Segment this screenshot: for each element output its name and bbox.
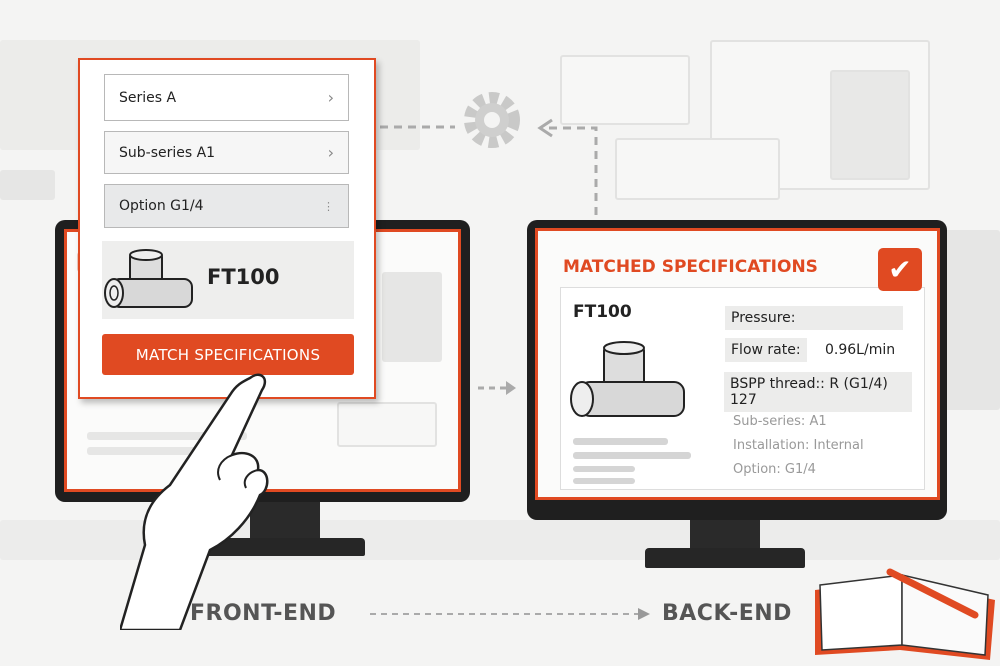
back-end-screen: MATCHED SPECIFICATIONS FT100 Pressure: F… <box>535 228 940 500</box>
pressure-row: Pressure: <box>725 306 903 330</box>
fitting-icon <box>570 341 685 417</box>
product-card: FT100 <box>102 241 354 319</box>
monitor-base <box>645 548 805 568</box>
flow-rate-label: Flow rate: <box>725 338 807 362</box>
bg-window <box>615 138 780 200</box>
front-end-label: FRONT-END <box>190 601 337 626</box>
pointing-hand-icon <box>120 373 269 630</box>
chevron-right-icon: › <box>327 88 334 107</box>
back-end-label: BACK-END <box>662 601 792 626</box>
monitor-base <box>205 538 365 556</box>
bg-block <box>940 230 1000 410</box>
sub-series-value: Sub-series A1 <box>119 144 216 161</box>
bg-window <box>830 70 910 180</box>
series-value: Series A <box>119 89 177 106</box>
thread-row: BSPP thread:: R (G1/4) 127 <box>724 372 912 412</box>
series-select[interactable]: Series A › <box>104 74 349 121</box>
pressure-label: Pressure: <box>731 310 796 326</box>
monitor-stand <box>690 518 760 550</box>
result-card: FT100 Pressure: Flow rate: 0.96L/min BSP… <box>560 287 925 490</box>
thread-value: R (G1/4) 127 <box>730 376 888 408</box>
match-specifications-button[interactable]: MATCH SPECIFICATIONS <box>102 334 354 375</box>
gear-icon <box>464 92 520 148</box>
spec-selector-panel: Series A › Sub-series A1 › Option G1/4 ⋮… <box>78 58 376 399</box>
chevron-right-icon: › <box>327 143 334 162</box>
more-icon: ⋮ <box>323 199 334 213</box>
product-name: FT100 <box>207 265 280 289</box>
thread-label: BSPP thread:: <box>730 376 825 392</box>
matched-title: MATCHED SPECIFICATIONS <box>563 257 818 277</box>
option-select[interactable]: Option G1/4 ⋮ <box>104 184 349 228</box>
option-value: Option G1/4 <box>119 198 204 214</box>
monitor-stand <box>250 500 320 540</box>
bg-window <box>560 55 690 125</box>
bg-block <box>0 170 55 200</box>
check-icon: ✔ <box>878 248 922 291</box>
installation-info: Installation: Internal <box>733 438 864 453</box>
flow-rate-value: 0.96L/min <box>825 342 896 358</box>
sub-series-info: Sub-series: A1 <box>733 414 827 429</box>
result-product: FT100 <box>573 302 632 322</box>
sub-series-select[interactable]: Sub-series A1 › <box>104 131 349 174</box>
notebook-icon <box>815 568 995 660</box>
fitting-icon <box>104 249 193 308</box>
option-info: Option: G1/4 <box>733 462 816 477</box>
